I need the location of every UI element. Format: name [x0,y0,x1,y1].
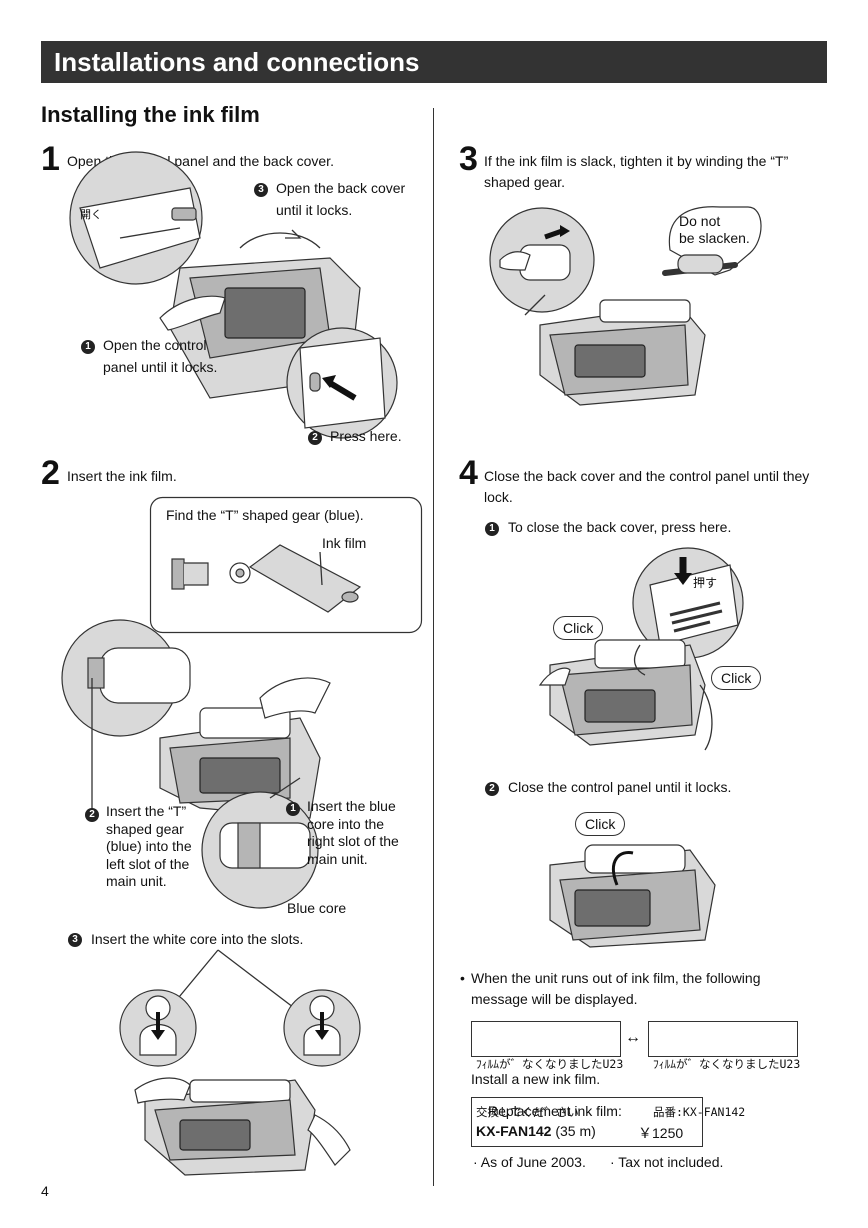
step-2-callout-2-line: (blue) into the [106,838,192,854]
step-4-click-c: Click [575,812,626,836]
step-4-press-mark: 押す [693,576,718,590]
step-1-callout-1-line1: Open the control [103,337,207,353]
step-1-callout-3-line2: until it locks. [276,202,353,218]
replacement-price: ￥1250 [638,1125,684,1141]
header-title: Installations and connections [54,47,420,77]
replacement-length: (35 m) [551,1123,596,1139]
step-1-callout-3-line1: Open the back cover [276,180,406,196]
step-2-callout-1-line: core into the [307,815,385,832]
lcd-left-line2: 交換してくだ゛さい [476,1105,579,1119]
step-2-ink-film-label: Ink film [322,535,367,551]
step-4-line1: Close the back cover and the control pan… [484,468,810,484]
lcd-right-line1: ﾌｨﾙﾑが゛なくなりましたU23 [653,1057,801,1071]
step-4-callout-1-badge: 1 [485,522,499,536]
step-2-bubble-illustration [149,496,423,634]
lcd-message-left: ﾌｨﾙﾑが゛なくなりましたU23 交換してくだ゛さい [471,1021,623,1119]
step-4-callout-2: Close the control panel until it locks. [508,779,732,795]
notice-line1: When the unit runs out of ink film, the … [471,970,761,986]
step-2-main-illustration [61,619,331,909]
column-divider [433,108,434,1186]
step-2-text: Insert the ink film. [67,468,177,484]
page-number: 4 [41,1183,49,1199]
step-2-callout-2-line: Insert the “T” [106,803,187,819]
step-4-number: 4 [459,454,478,492]
step-1-callout-2: Press here. [330,428,402,444]
step-1-illustration [69,151,398,439]
footnote-date: · As of June 2003. [473,1154,586,1170]
step-3-line2: shaped gear. [484,174,565,190]
step-4-close-cover-illustration [538,547,744,751]
step-3-illustration [489,206,762,406]
step-4-click-a: Click [553,616,604,640]
step-3-bubble-line2: be slacken. [679,230,750,246]
step-2-callout-2-line: shaped gear [106,820,184,837]
notice-bullet: • [460,970,465,986]
step-2-callout-2-line: main unit. [106,873,167,889]
lcd-alternate-arrow: ↔ [625,1029,641,1046]
step-2-callout-2-text: Insert the “T” shaped gear (blue) into t… [106,803,192,891]
step-3-number: 3 [459,140,478,178]
step-2-callout-2-badge: 2 [85,808,99,822]
step-2-callout-3: Insert the white core into the slots. [91,931,304,947]
step-2-callout-3-badge: 3 [68,933,82,947]
step-1-callout-1-line2: panel until it locks. [103,359,218,375]
replacement-box: Replacement ink film: KX-FAN142 (35 m) ￥… [471,1097,703,1147]
step-2-blue-core-label: Blue core [287,900,347,916]
step-2-find-gear: Find the “T” shaped gear (blue). [166,507,364,523]
step-2-callout-1-line: main unit. [307,850,368,867]
step-4-line2: lock. [484,489,513,505]
step-2-callout-1-text: Insert the blue core into the right slot… [307,798,399,868]
step-4-close-panel-illustration [549,844,716,948]
step-2-slots-illustration [119,949,361,1176]
replacement-label: Replacement ink film: [488,1103,622,1119]
install-new-ink-film: Install a new ink film. [471,1071,601,1087]
step-1-panel-text: 開く [80,209,102,221]
step-3-bubble-line1: Do not [679,213,721,229]
step-2-callout-1-line: right slot of the [307,833,399,849]
step-4-callout-1: To close the back cover, press here. [508,519,732,535]
section-title: Installing the ink film [41,102,260,127]
step-2-callout-2-line: left slot of the [106,855,190,872]
step-2-callout-1-line: Insert the blue [307,798,396,814]
step-2-number: 2 [41,454,60,492]
notice-line2: message will be displayed. [471,991,638,1007]
lcd-left-line1: ﾌｨﾙﾑが゛なくなりましたU23 [476,1057,624,1071]
step-1-callout-3-badge: 3 [254,183,268,197]
step-1-callout-1-badge: 1 [81,340,95,354]
footnote-tax: · Tax not included. [610,1154,724,1170]
lcd-right-line2: 品番:KX-FAN142 [653,1105,746,1119]
replacement-model-line: KX-FAN142 (35 m) [476,1123,596,1139]
step-3-line1: If the ink film is slack, tighten it by … [484,153,789,169]
lcd-message-right: ﾌｨﾙﾑが゛なくなりましたU23 品番:KX-FAN142 [648,1021,800,1119]
step-4-click-b: Click [711,666,762,690]
step-1-number: 1 [41,140,60,178]
replacement-model: KX-FAN142 [476,1123,552,1139]
header-bar: Installations and connections [41,41,827,83]
step-1-callout-2-badge: 2 [308,431,322,445]
step-4-callout-2-badge: 2 [485,782,499,796]
step-2-callout-1-badge: 1 [286,802,300,816]
